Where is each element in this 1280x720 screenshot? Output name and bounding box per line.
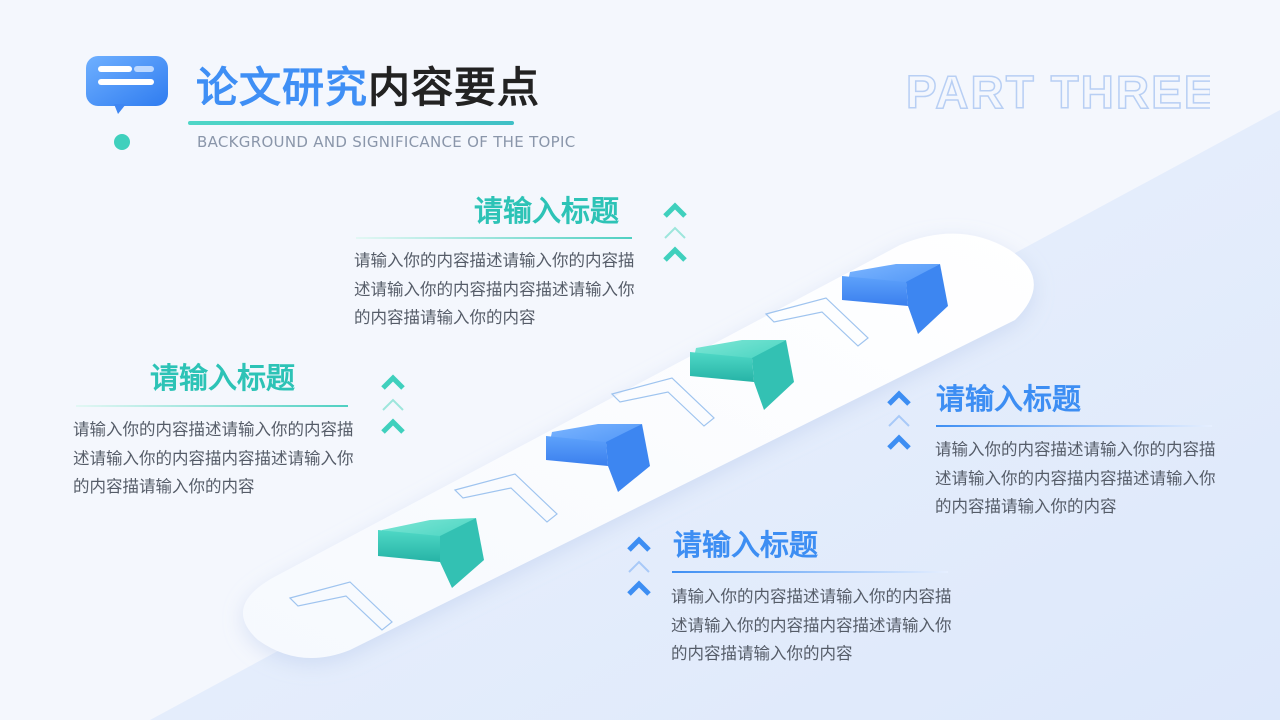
title-underline	[188, 121, 514, 125]
part-label-text: PART THREE	[906, 66, 1210, 118]
item-1-description: 请输入你的内容描述请输入你的内容描述请输入你的内容描内容描述请输入你的内容描请输…	[354, 251, 635, 327]
item-4-underline	[672, 571, 948, 573]
chevron-up-icon	[627, 536, 651, 552]
part-label: PART THREE	[905, 65, 1210, 119]
item-3-chevrons	[887, 390, 911, 450]
chevron-up-icon	[887, 390, 911, 406]
chevron-up-icon	[628, 560, 650, 573]
chevron-up-icon	[381, 418, 405, 434]
item-4-chevrons	[627, 536, 651, 596]
item-1-title: 请输入标题	[474, 194, 620, 228]
item-2-chevrons	[381, 374, 405, 434]
item-3-underline	[936, 425, 1212, 427]
chevron-up-icon	[888, 414, 910, 427]
title-rest: 内容要点	[368, 63, 541, 112]
page-subtitle: BACKGROUND AND SIGNIFICANCE OF THE TOPIC	[197, 133, 576, 151]
chevron-up-icon	[627, 580, 651, 596]
item-3-description: 请输入你的内容描述请输入你的内容描述请输入你的内容描内容描述请输入你的内容描请输…	[935, 440, 1216, 516]
chevron-up-icon	[382, 398, 404, 411]
page-title: 论文研究内容要点	[196, 62, 540, 114]
chevron-up-icon	[663, 202, 687, 218]
chevron-up-icon	[663, 246, 687, 262]
chevron-up-icon	[664, 226, 686, 239]
chevron-up-icon	[381, 374, 405, 390]
title-highlight: 论文研究	[196, 63, 369, 112]
item-4-description: 请输入你的内容描述请输入你的内容描述请输入你的内容描内容描述请输入你的内容描请输…	[671, 587, 952, 663]
chat-bubble-icon	[86, 56, 168, 150]
item-2-description: 请输入你的内容描述请输入你的内容描述请输入你的内容描内容描述请输入你的内容描请输…	[73, 420, 354, 496]
item-1-underline	[356, 237, 632, 239]
item-3-title: 请输入标题	[936, 382, 1082, 416]
chevron-up-icon	[887, 434, 911, 450]
item-1-chevrons	[663, 202, 687, 262]
item-2-underline	[76, 405, 348, 407]
item-2-title: 请输入标题	[150, 361, 296, 395]
item-4-title: 请输入标题	[673, 528, 819, 562]
